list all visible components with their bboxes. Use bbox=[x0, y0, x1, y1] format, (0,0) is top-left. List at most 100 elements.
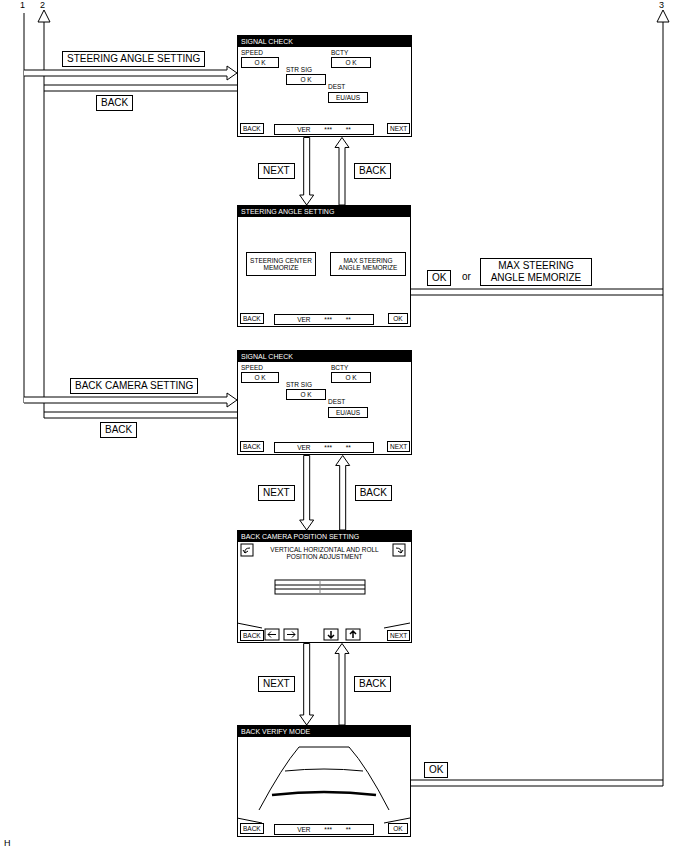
button-text: NEXT bbox=[390, 125, 407, 132]
screen-button: BACK bbox=[240, 123, 264, 134]
action-label: OK bbox=[427, 270, 451, 286]
bar-edge bbox=[237, 623, 262, 628]
note-text: or bbox=[462, 271, 471, 283]
button-text: BACK bbox=[243, 825, 261, 832]
value-field: EU/AUS bbox=[328, 407, 368, 418]
value-field: O K bbox=[286, 389, 326, 400]
flow-arrow bbox=[300, 137, 314, 205]
flow-arrow bbox=[300, 643, 314, 725]
button-text: BACK bbox=[243, 632, 261, 639]
field-label: DEST bbox=[328, 83, 345, 90]
down-arrow-button bbox=[328, 631, 334, 638]
screen-panel: SIGNAL CHECKSPEEDBCTYSTR SIGDESTO KO KO … bbox=[237, 350, 412, 455]
rotate-right-icon bbox=[393, 544, 405, 556]
guide-line-frame bbox=[275, 580, 365, 594]
screen-button: BACK bbox=[240, 313, 264, 324]
left-arrow-button bbox=[265, 629, 279, 640]
callout-number: 2 bbox=[40, 0, 45, 11]
value-field: EU/AUS bbox=[328, 92, 368, 103]
right-arrow-button bbox=[284, 629, 298, 640]
field-label: VERTICAL HORIZONTAL AND ROLL POSITION AD… bbox=[258, 546, 391, 560]
arrow-head bbox=[657, 10, 669, 22]
button-text: O K bbox=[289, 391, 323, 398]
button-text: STEERING CENTER MEMORIZE bbox=[249, 257, 313, 272]
screen-button: BACK bbox=[240, 823, 264, 834]
button-text: O K bbox=[334, 374, 368, 381]
screen-button: MAX STEERING ANGLE MEMORIZE bbox=[330, 252, 406, 276]
value-field: O K bbox=[286, 74, 326, 85]
edge-label: BACK bbox=[354, 676, 391, 692]
button-text: VER *** ** bbox=[277, 126, 371, 133]
flow-line bbox=[410, 289, 663, 290]
screen-title: SIGNAL CHECK bbox=[238, 351, 411, 362]
button-text: OK bbox=[391, 825, 405, 832]
button-text: NEXT bbox=[390, 443, 407, 450]
edge-label: NEXT bbox=[258, 163, 295, 179]
flow-line bbox=[410, 780, 663, 781]
screen-button: BACK bbox=[240, 630, 264, 641]
flow-line bbox=[44, 412, 237, 413]
flow-line bbox=[44, 91, 237, 92]
screen-title: STEERING ANGLE SETTING bbox=[238, 206, 410, 217]
down-arrow-button bbox=[324, 629, 338, 640]
screen-title: SIGNAL CHECK bbox=[238, 36, 411, 47]
left-arrow-button bbox=[268, 632, 276, 638]
field-label: DEST bbox=[328, 398, 345, 405]
flow-line bbox=[410, 295, 663, 296]
action-label: STEERING ANGLE SETTING bbox=[62, 51, 205, 67]
rotate-left-icon bbox=[243, 548, 250, 553]
button-text: BACK bbox=[243, 443, 261, 450]
screen-button: VER *** ** bbox=[274, 824, 374, 835]
up-arrow-button bbox=[350, 631, 356, 638]
flow-arrow bbox=[336, 455, 350, 530]
rotate-right-icon bbox=[396, 548, 403, 553]
button-text: BACK bbox=[243, 315, 261, 322]
screen-button: OK bbox=[388, 823, 408, 834]
action-label: BACK CAMERA SETTING bbox=[70, 378, 198, 394]
flow-arrow bbox=[335, 137, 349, 205]
edge-label: BACK bbox=[354, 163, 391, 179]
field-label: STR SIG bbox=[286, 66, 312, 73]
button-text: OK bbox=[391, 315, 405, 322]
action-label: BACK bbox=[96, 95, 133, 111]
button-text: O K bbox=[244, 374, 276, 381]
callout-number: 3 bbox=[659, 0, 664, 11]
guide-line bbox=[272, 792, 376, 795]
field-label: SPEED bbox=[241, 49, 263, 56]
flow-arrow bbox=[24, 66, 237, 80]
rotate-left-icon bbox=[241, 544, 253, 556]
button-text: O K bbox=[289, 76, 323, 83]
action-label: MAX STEERING ANGLE MEMORIZE bbox=[480, 258, 592, 286]
field-label: STR SIG bbox=[286, 381, 312, 388]
button-text: NEXT bbox=[390, 632, 407, 639]
button-text: VER *** ** bbox=[277, 316, 371, 323]
screen-button: NEXT bbox=[387, 123, 410, 134]
flow-line bbox=[410, 786, 663, 787]
button-text: VER *** ** bbox=[277, 826, 371, 833]
edge-label: BACK bbox=[355, 485, 392, 501]
button-text: BACK bbox=[243, 125, 261, 132]
screen-button: NEXT bbox=[387, 441, 410, 452]
button-text: O K bbox=[244, 59, 276, 66]
screen-panel: BACK VERIFY MODEBACKVER *** **OK bbox=[237, 725, 411, 837]
screen-button: VER *** ** bbox=[274, 124, 374, 135]
callout-number: 1 bbox=[20, 0, 25, 11]
value-field: O K bbox=[241, 372, 279, 383]
screen-button: NEXT bbox=[387, 630, 410, 641]
field-label: BCTY bbox=[331, 49, 348, 56]
screen-panel: SIGNAL CHECKSPEEDBCTYSTR SIGDESTO KO KO … bbox=[237, 35, 412, 137]
value-field: O K bbox=[331, 372, 371, 383]
value-field: O K bbox=[241, 57, 279, 68]
guide-line bbox=[285, 769, 363, 771]
flow-line bbox=[663, 21, 664, 786]
button-text: EU/AUS bbox=[331, 94, 365, 101]
flow-arrow bbox=[24, 393, 237, 407]
screen-panel: STEERING ANGLE SETTING STEERING CENTER ME… bbox=[237, 205, 411, 327]
field-label: BCTY bbox=[331, 364, 348, 371]
screen-button: VER *** ** bbox=[274, 314, 374, 325]
flow-arrow bbox=[300, 455, 314, 530]
action-label: OK bbox=[424, 762, 448, 778]
screen-title: BACK CAMERA POSITION SETTING bbox=[238, 531, 411, 542]
action-label: BACK bbox=[100, 422, 137, 438]
up-arrow-button bbox=[346, 629, 360, 640]
